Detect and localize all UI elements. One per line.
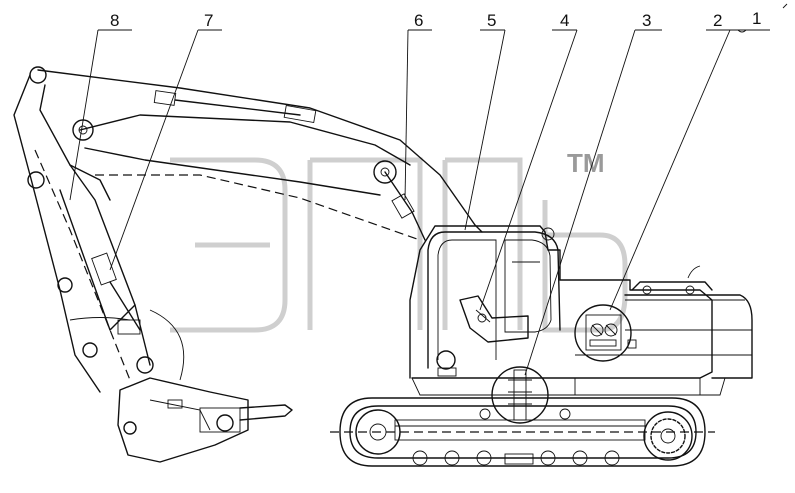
leader-lines [69, 3, 788, 376]
callout-8: 8 [110, 11, 119, 30]
swivel-joint [491, 366, 549, 424]
crawler-track [330, 397, 715, 467]
callout-1: 1 [752, 9, 761, 28]
callout-2: 2 [713, 11, 722, 30]
boom [29, 66, 483, 241]
hydraulic-breaker [117, 377, 293, 463]
upper-structure [409, 225, 753, 396]
arm [13, 74, 185, 393]
callout-7: 7 [204, 11, 213, 30]
callout-6: 6 [414, 11, 423, 30]
callout-3: 3 [642, 11, 651, 30]
callout-labels: 8 7 6 5 4 3 2 1 [110, 9, 761, 30]
callout-5: 5 [487, 11, 496, 30]
trademark-mark: TM [567, 148, 605, 178]
watermark-logo: TM [170, 148, 628, 333]
control-valve [574, 304, 632, 362]
callout-4: 4 [560, 11, 569, 30]
